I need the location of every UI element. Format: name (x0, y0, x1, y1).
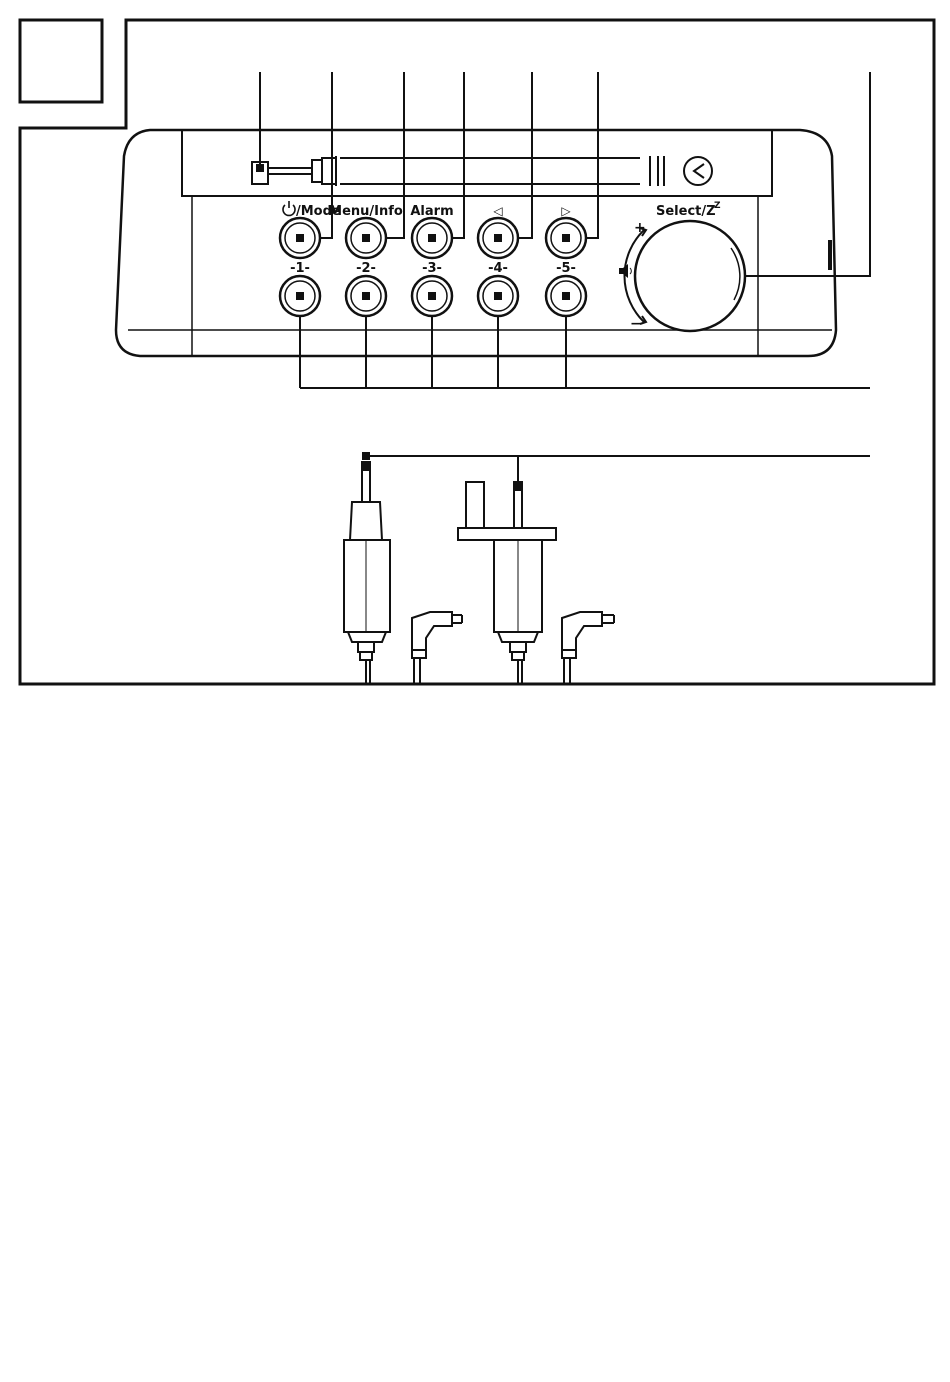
preset-2-button[interactable] (346, 276, 386, 316)
preset-1-button[interactable] (280, 276, 320, 316)
preset-5-label: -5- (556, 261, 576, 276)
marker-antenna (256, 164, 264, 172)
top-button-labels: /Mode Menu/Info Alarm ◁ ▷ (283, 201, 571, 219)
preset-3-button[interactable] (412, 276, 452, 316)
preset-2-label: -2- (356, 261, 376, 276)
telescopic-antenna (252, 156, 712, 186)
menu-info-button[interactable] (346, 218, 386, 258)
volume-minus-label: − (630, 316, 642, 332)
volume-plus-label: + (634, 220, 646, 236)
triangle-left-icon: ◁ (492, 204, 502, 218)
right-button[interactable] (546, 218, 586, 258)
alarm-button[interactable] (412, 218, 452, 258)
select-label: Select/Z (656, 204, 716, 219)
select-label-superscript: Z (714, 201, 721, 211)
uk-adapter (458, 482, 614, 684)
eu-adapter (344, 462, 462, 684)
preset-1-label: -1- (290, 261, 310, 276)
select-knob[interactable] (635, 221, 745, 331)
alarm-label: Alarm (410, 204, 453, 219)
preset-5-button[interactable] (546, 276, 586, 316)
diagram-frame (20, 20, 934, 684)
preset-button-row (280, 276, 586, 316)
power-icon (283, 201, 295, 215)
left-button[interactable] (478, 218, 518, 258)
mode-button[interactable] (280, 218, 320, 258)
menu-info-label: Menu/Info (329, 204, 403, 219)
preset-4-button[interactable] (478, 276, 518, 316)
marker-adapter-eu (362, 452, 370, 460)
preset-4-label: -4- (488, 261, 508, 276)
preset-3-label: -3- (422, 261, 442, 276)
triangle-right-icon: ▷ (561, 204, 571, 218)
select-label-group: Select/Z Z (656, 201, 721, 219)
preset-labels: -1- -2- -3- -4- -5- (290, 261, 576, 276)
